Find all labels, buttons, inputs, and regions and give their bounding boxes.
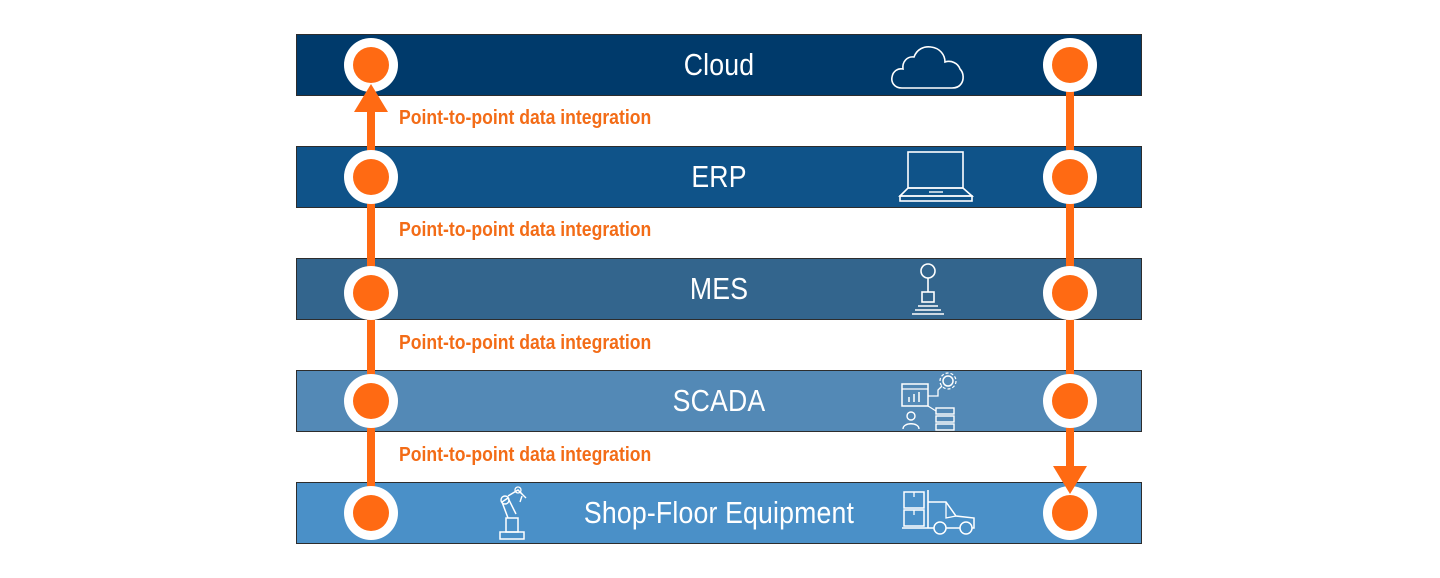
integration-label: Point-to-point data integration (399, 444, 652, 466)
node-left-erp (344, 150, 398, 204)
cloud-icon (891, 46, 964, 89)
node-left-shopfloor (344, 486, 398, 540)
layer-mes: MES (296, 258, 1142, 320)
layer-title-shopfloor: Shop-Floor Equipment (583, 495, 855, 530)
node-right-erp (1043, 150, 1097, 204)
integration-label: Point-to-point data integration (399, 219, 652, 241)
layer-shopfloor: Shop-Floor Equipment (296, 482, 1142, 544)
layer-cloud: Cloud (296, 34, 1142, 96)
layer-scada: SCADA (296, 370, 1142, 432)
node-right-cloud (1043, 38, 1097, 92)
joystick-icon (912, 263, 944, 315)
arrow-down-head (1053, 466, 1087, 494)
node-right-shopfloor (1043, 486, 1097, 540)
laptop-icon (898, 151, 975, 202)
forklift-icon (902, 490, 975, 535)
integration-label: Point-to-point data integration (399, 332, 652, 354)
node-left-scada (344, 374, 398, 428)
layer-title-mes: MES (689, 271, 749, 306)
integration-label: Point-to-point data integration (399, 107, 652, 129)
node-left-mes (344, 266, 398, 320)
node-left-cloud (344, 38, 398, 92)
layer-title-erp: ERP (691, 159, 747, 194)
node-right-scada (1043, 374, 1097, 428)
arrow-up-head (354, 84, 388, 112)
node-right-mes (1043, 266, 1097, 320)
scada-dashboard-icon (901, 372, 957, 431)
robot-arm-icon (499, 486, 527, 540)
layer-title-cloud: Cloud (683, 47, 755, 82)
layer-erp: ERP (296, 146, 1142, 208)
layer-title-scada: SCADA (672, 383, 766, 418)
